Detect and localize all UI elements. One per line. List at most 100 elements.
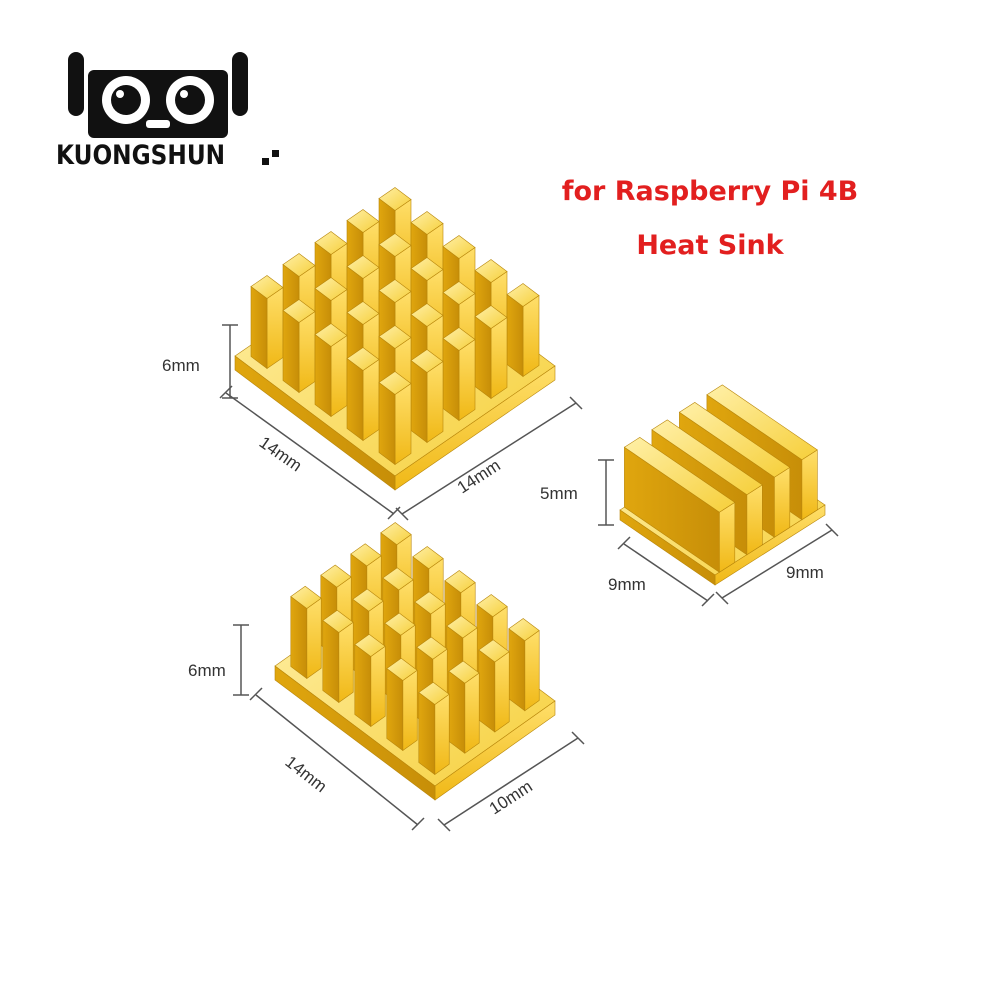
large-left-label: 14mm [256,433,306,476]
fin-front [330,334,348,418]
fin-front [298,310,316,394]
fin-front [464,672,480,754]
fin-top [382,567,414,591]
fin-front [719,501,736,573]
fin-top [386,657,418,681]
fin-side [442,337,460,422]
medium-right-label: 10mm [486,777,536,819]
fin-top [508,618,540,642]
fin-side [322,619,340,704]
headline-line1: for Raspberry Pi 4B [561,176,859,207]
fin-top [442,281,476,305]
fin-top [322,609,354,633]
fin-top [478,639,510,663]
fin-front [522,294,540,378]
fin-top [314,231,348,255]
fin-top [380,522,412,546]
heatsink-medium [274,522,556,801]
fin-top [442,327,476,351]
fin-front [266,286,284,370]
fin-front [370,645,386,728]
base-left-face [274,665,436,801]
fin-top [378,233,412,257]
fin-top [314,323,348,347]
fin-side [508,628,526,712]
fin-top [474,259,508,283]
brand-name: KUONGSHUN [56,140,226,171]
fin-top [346,255,380,279]
fin-front [338,621,354,704]
small-left-label: 9mm [608,575,646,594]
fin-top [378,187,412,211]
fin-top [410,257,444,281]
fin-top [290,585,322,609]
fin-front [524,629,540,712]
fin-front [774,466,791,538]
fin-top [378,279,412,303]
fin-side [314,333,332,418]
fin-front [394,382,412,466]
fin-top [378,325,412,349]
dimension-lines-small [598,459,839,607]
fin-side [354,643,372,728]
fin-top [410,349,444,373]
fin-top [250,275,284,299]
fin-top [416,636,448,660]
fin-front [494,651,510,733]
fin-top [384,612,416,636]
fin-top [476,594,508,618]
fin-top [506,283,540,307]
fin-side [478,649,496,733]
fin-front [434,693,450,776]
heatsink-large [234,187,556,491]
fin-top [314,277,348,301]
fin-top [346,209,380,233]
fin-front [402,669,418,752]
fin-top [354,633,386,657]
fin-top [474,305,508,329]
base-left-face [234,355,396,491]
fin-top [706,384,818,461]
large-height-label: 6mm [162,356,200,375]
fin-top [346,301,380,325]
fin-side [290,595,308,680]
fin-front [801,449,818,521]
fin-top [282,253,316,277]
small-height-label: 5mm [540,484,578,503]
fin-front [362,358,380,442]
fin-top [623,437,736,513]
fin-side [418,691,436,776]
fin-side [506,293,524,378]
medium-left-label: 14mm [282,752,331,796]
fin-front [490,316,508,400]
fin-top [352,588,384,612]
fin-top [410,303,444,327]
fin-front [306,597,322,680]
fin-side [346,357,364,442]
fin-side [378,381,396,466]
fin-top [678,402,791,478]
fin-side [250,285,268,370]
fin-side [448,670,466,754]
fin-top [448,660,480,684]
fin-top [378,371,412,395]
fin-top [446,615,478,639]
fin-top [442,235,476,259]
fin-side [474,315,492,400]
fin-top [444,570,476,594]
fin-top [320,564,352,588]
medium-height-label: 6mm [188,661,226,680]
owl-face-logo [68,52,248,138]
fin-front [426,360,444,444]
headline-line2: Heat Sink [636,230,784,261]
fin-side [410,359,428,444]
heatsink-small [619,384,826,586]
dimension-lines-large [219,324,583,521]
fin-top [414,591,446,615]
small-right-label: 9mm [786,563,824,582]
base-left-face [619,509,716,586]
fin-top [282,299,316,323]
dimension-lines-medium [233,624,585,832]
fin-front [458,338,476,422]
